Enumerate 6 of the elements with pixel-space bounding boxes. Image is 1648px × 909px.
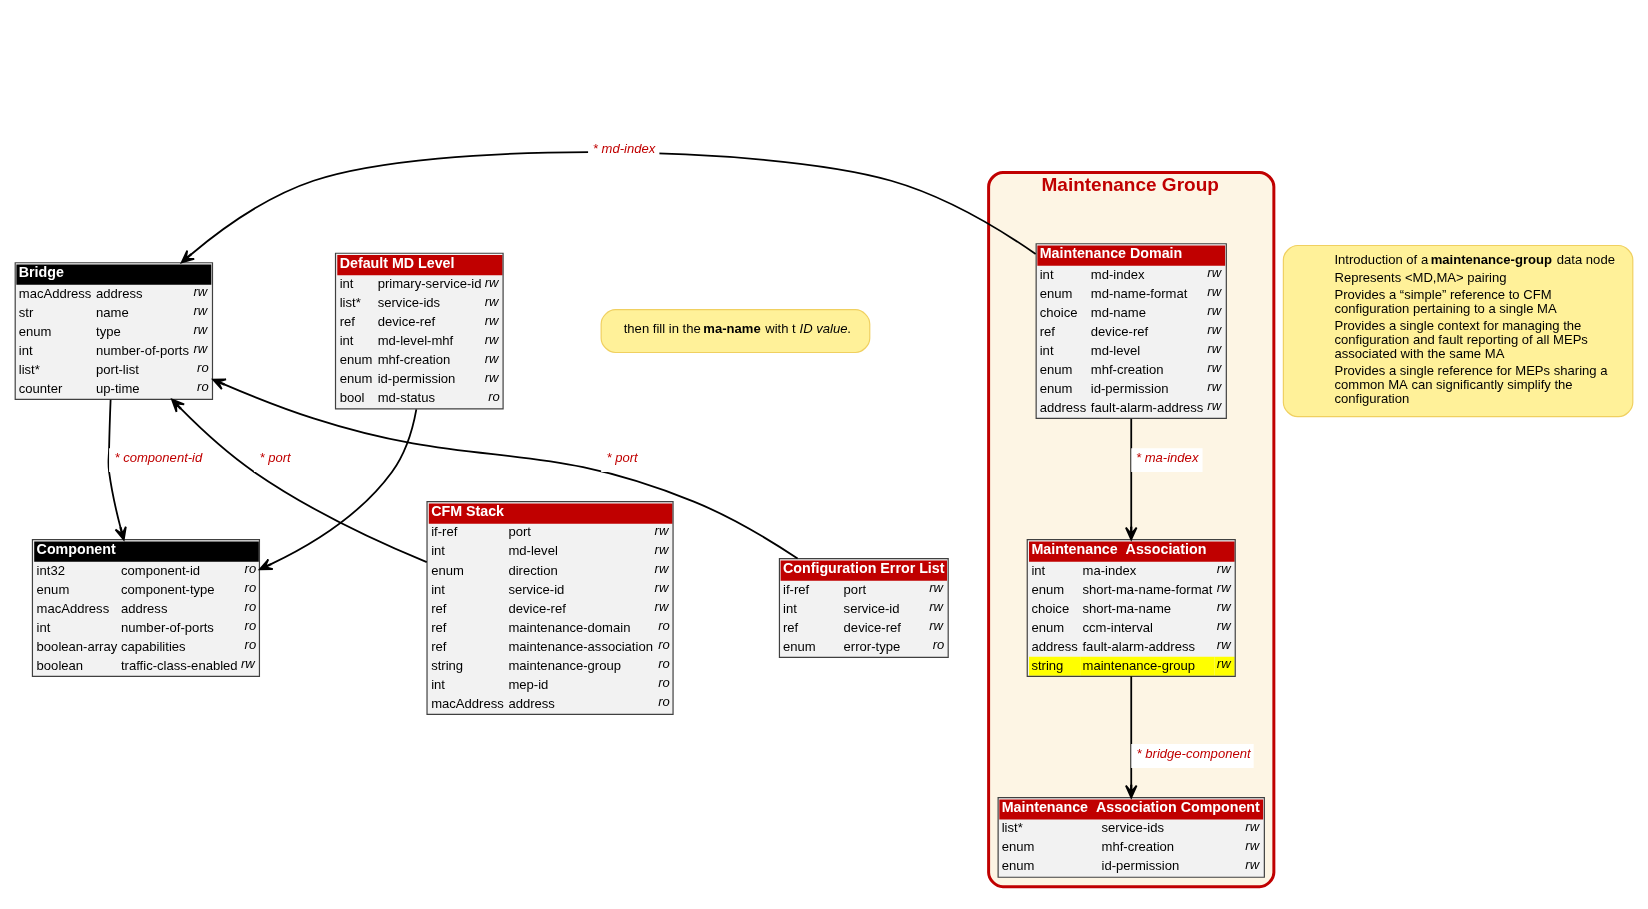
edge-label: * md-index <box>592 140 656 156</box>
edge-label: * ma-index <box>1135 449 1199 465</box>
edge-label: * bridge-component <box>1136 745 1251 761</box>
edge-label: * port <box>259 449 291 465</box>
edge-label: * component-id <box>114 449 203 465</box>
edge-label: * port <box>606 449 638 465</box>
